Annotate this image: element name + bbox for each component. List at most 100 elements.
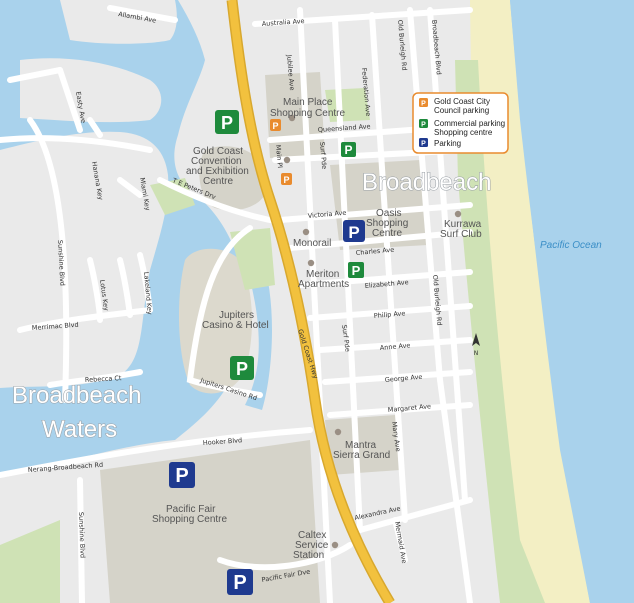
poi-mantra — [334, 428, 342, 436]
pacific-fair-building — [100, 440, 320, 603]
place-label-oasis-3: Centre — [372, 228, 402, 239]
legend-commercial-label-2: Shopping centre — [434, 128, 493, 137]
legend-parking-label: Parking — [434, 139, 461, 148]
road-label-jubilee: Jubilee Ave — [285, 53, 296, 90]
legend-council-label-1: Gold Coast City — [434, 97, 490, 106]
road-label-merrimac: Merrimac Blvd — [32, 321, 79, 332]
foreshore-park — [455, 60, 545, 603]
park-southwest — [0, 520, 60, 603]
pacific-ocean — [510, 0, 634, 603]
suburb-label-broadbeach-waters-1: Broadbeach — [12, 382, 141, 409]
council-parking-marker: P — [281, 173, 292, 185]
parking-marker: P — [343, 220, 365, 242]
legend-box — [412, 92, 509, 154]
road-label-george: George Ave — [384, 373, 422, 384]
place-label-main-place-2: Shopping Centre — [270, 108, 345, 119]
place-label-kurrawa-2: Surf Club — [440, 229, 482, 240]
place-label-monorail: Monorail — [293, 238, 331, 249]
poi-dots — [283, 114, 462, 549]
legend-council-swatch — [419, 98, 428, 107]
park-west-hwy — [230, 228, 275, 290]
poi-main-place — [288, 114, 296, 122]
commercial-parking-marker: P — [215, 110, 239, 134]
legend-commercial-swatch — [419, 119, 428, 128]
road-label-surf-pde-top: Surf Pde — [318, 141, 328, 169]
place-label-main-place-1: Main Place — [283, 97, 333, 108]
parking-marker: P — [169, 462, 195, 488]
road-label-queensland: Queensland Ave — [318, 122, 371, 134]
place-label-kurrawa-1: Kurrawa — [444, 219, 482, 230]
legend-parking-swatch — [419, 138, 428, 147]
suburb-label-broadbeach: Broadbeach — [362, 169, 491, 196]
place-label-gold-coast-1: Gold Coast — [193, 146, 243, 157]
convention-centre-building — [199, 146, 269, 211]
road-label-main-pl: Main Pl — [274, 144, 284, 168]
park-te-peters — [150, 178, 195, 215]
poi-kurrawa — [454, 210, 462, 218]
road-label-surf-pde-mid: Surf Pde — [340, 324, 352, 352]
place-label-caltex-1: Caltex — [298, 530, 326, 541]
waters-island-north — [20, 58, 162, 123]
commercial-parking-marker: P — [341, 142, 356, 157]
ocean-label: Pacific Ocean — [540, 240, 602, 251]
svg-text:P: P — [348, 223, 359, 242]
place-label-oasis-2: Shopping — [366, 218, 408, 229]
local-roads — [0, 5, 483, 603]
svg-text:P: P — [233, 572, 246, 594]
svg-text:P: P — [352, 263, 361, 278]
poi-meriton — [307, 259, 315, 267]
place-label-pacific-fair-1: Pacific Fair — [166, 504, 216, 515]
legend-council-label-2: Council parking — [434, 106, 489, 115]
place-label-mantra-1: Mantra — [345, 440, 377, 451]
suburb-label-broadbeach-waters-2: Waters — [42, 416, 117, 443]
map-legend: P Gold Coast City Council parking P Comm… — [412, 92, 509, 154]
gold-coast-highway — [228, 0, 394, 603]
road-label-sunshine-top: Sunshine Blvd — [56, 240, 66, 286]
svg-text:P: P — [421, 122, 426, 129]
place-label-caltex-2: Service — [295, 540, 329, 551]
place-label-jupiters-2: Casino & Hotel — [202, 320, 269, 331]
svg-text:P: P — [236, 359, 248, 379]
council-parking-marker: P — [270, 119, 281, 131]
svg-text:P: P — [421, 141, 426, 148]
parking-marker: P — [227, 569, 253, 595]
place-label-meriton-1: Meriton — [306, 269, 339, 280]
svg-text:P: P — [221, 113, 233, 133]
road-label-elizabeth: Elizabeth Ave — [364, 278, 408, 290]
place-label-mantra-2: Sierra Grand — [333, 450, 390, 461]
poi-main-pl — [283, 156, 291, 164]
north-arrow-icon: N — [472, 333, 480, 357]
legend-commercial-label-1: Commercial parking — [434, 119, 505, 128]
place-label-oasis-1: Oasis — [376, 208, 402, 219]
road-label-philip: Philip Ave — [373, 309, 405, 320]
road-label-margaret: Margaret Ave — [387, 402, 431, 414]
waters-island-top — [60, 0, 177, 44]
svg-text:P: P — [175, 465, 188, 487]
place-label-jupiters-1: Jupiters — [219, 310, 254, 321]
svg-text:P: P — [272, 121, 278, 131]
road-label-lakeland: Lakeland Key — [142, 271, 154, 315]
svg-text:P: P — [344, 143, 352, 157]
road-label-victoria: Victoria Ave — [307, 209, 346, 220]
place-label-gold-coast-4: Centre — [203, 176, 233, 187]
place-label-gold-coast-3: and Exhibition — [186, 166, 249, 177]
road-label-hooker: Hooker Blvd — [203, 436, 243, 447]
svg-text:P: P — [421, 101, 426, 108]
mantra-building — [325, 415, 400, 475]
poi-monorail — [302, 228, 310, 236]
commercial-parking-marker: P — [348, 262, 364, 278]
road-label-charles: Charles Ave — [355, 246, 394, 257]
place-label-pacific-fair-2: Shopping Centre — [152, 514, 227, 525]
place-label-caltex-3: Station — [293, 550, 324, 561]
place-label-gold-coast-2: Convention — [191, 156, 242, 167]
svg-text:N: N — [474, 350, 479, 357]
svg-text:P: P — [283, 175, 289, 185]
commercial-parking-marker: P — [230, 356, 254, 380]
road-label-anne: Anne Ave — [379, 341, 410, 352]
road-label-australia: Australia Ave — [262, 17, 305, 28]
poi-caltex — [331, 541, 339, 549]
place-label-meriton-2: Apartments — [298, 279, 349, 290]
road-label-sunshine-bottom: Sunshine Blvd — [77, 512, 87, 558]
